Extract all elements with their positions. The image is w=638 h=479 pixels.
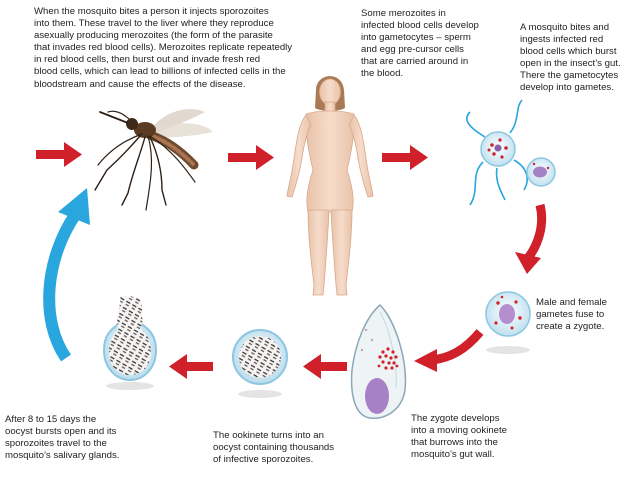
arrow-zygote-to-ookinete [414, 329, 484, 372]
caption-zygote: Male and female gametes fuse to create a… [536, 297, 607, 333]
zygote-cell [485, 291, 531, 354]
arrow-oocyst-to-burst [169, 354, 213, 379]
arrow-burst-to-mosquito [43, 188, 90, 362]
bursting-oocyst-cell [102, 295, 158, 390]
caption-gametocytes: Some merozoites in infected blood cells … [361, 8, 479, 80]
arrow-into-mosquito [36, 142, 82, 167]
human-figure [286, 76, 374, 296]
caption-oocyst: The ookinete turns into an oocyst contai… [213, 430, 335, 466]
caption-burst: After 8 to 15 days the oocyst bursts ope… [5, 414, 120, 462]
mosquito-illustration [94, 109, 213, 211]
gametocyte-cell-large [466, 99, 528, 206]
arrow-ookinete-to-oocyst [303, 354, 347, 379]
gametocyte-cell-small [526, 157, 556, 187]
oocyst-cell [232, 329, 288, 398]
arrow-gametes-to-zygote [515, 203, 547, 274]
caption-mosquito-bite: When the mosquito bites a person it inje… [34, 6, 293, 90]
caption-mosquito-ingests: A mosquito bites and ingests infected re… [520, 22, 621, 94]
ookinete-cell [350, 303, 407, 419]
arrow-human-to-gametocytes [382, 145, 428, 170]
arrow-mosquito-to-human [228, 145, 274, 170]
caption-ookinete: The zygote develops into a moving ookine… [411, 413, 507, 461]
